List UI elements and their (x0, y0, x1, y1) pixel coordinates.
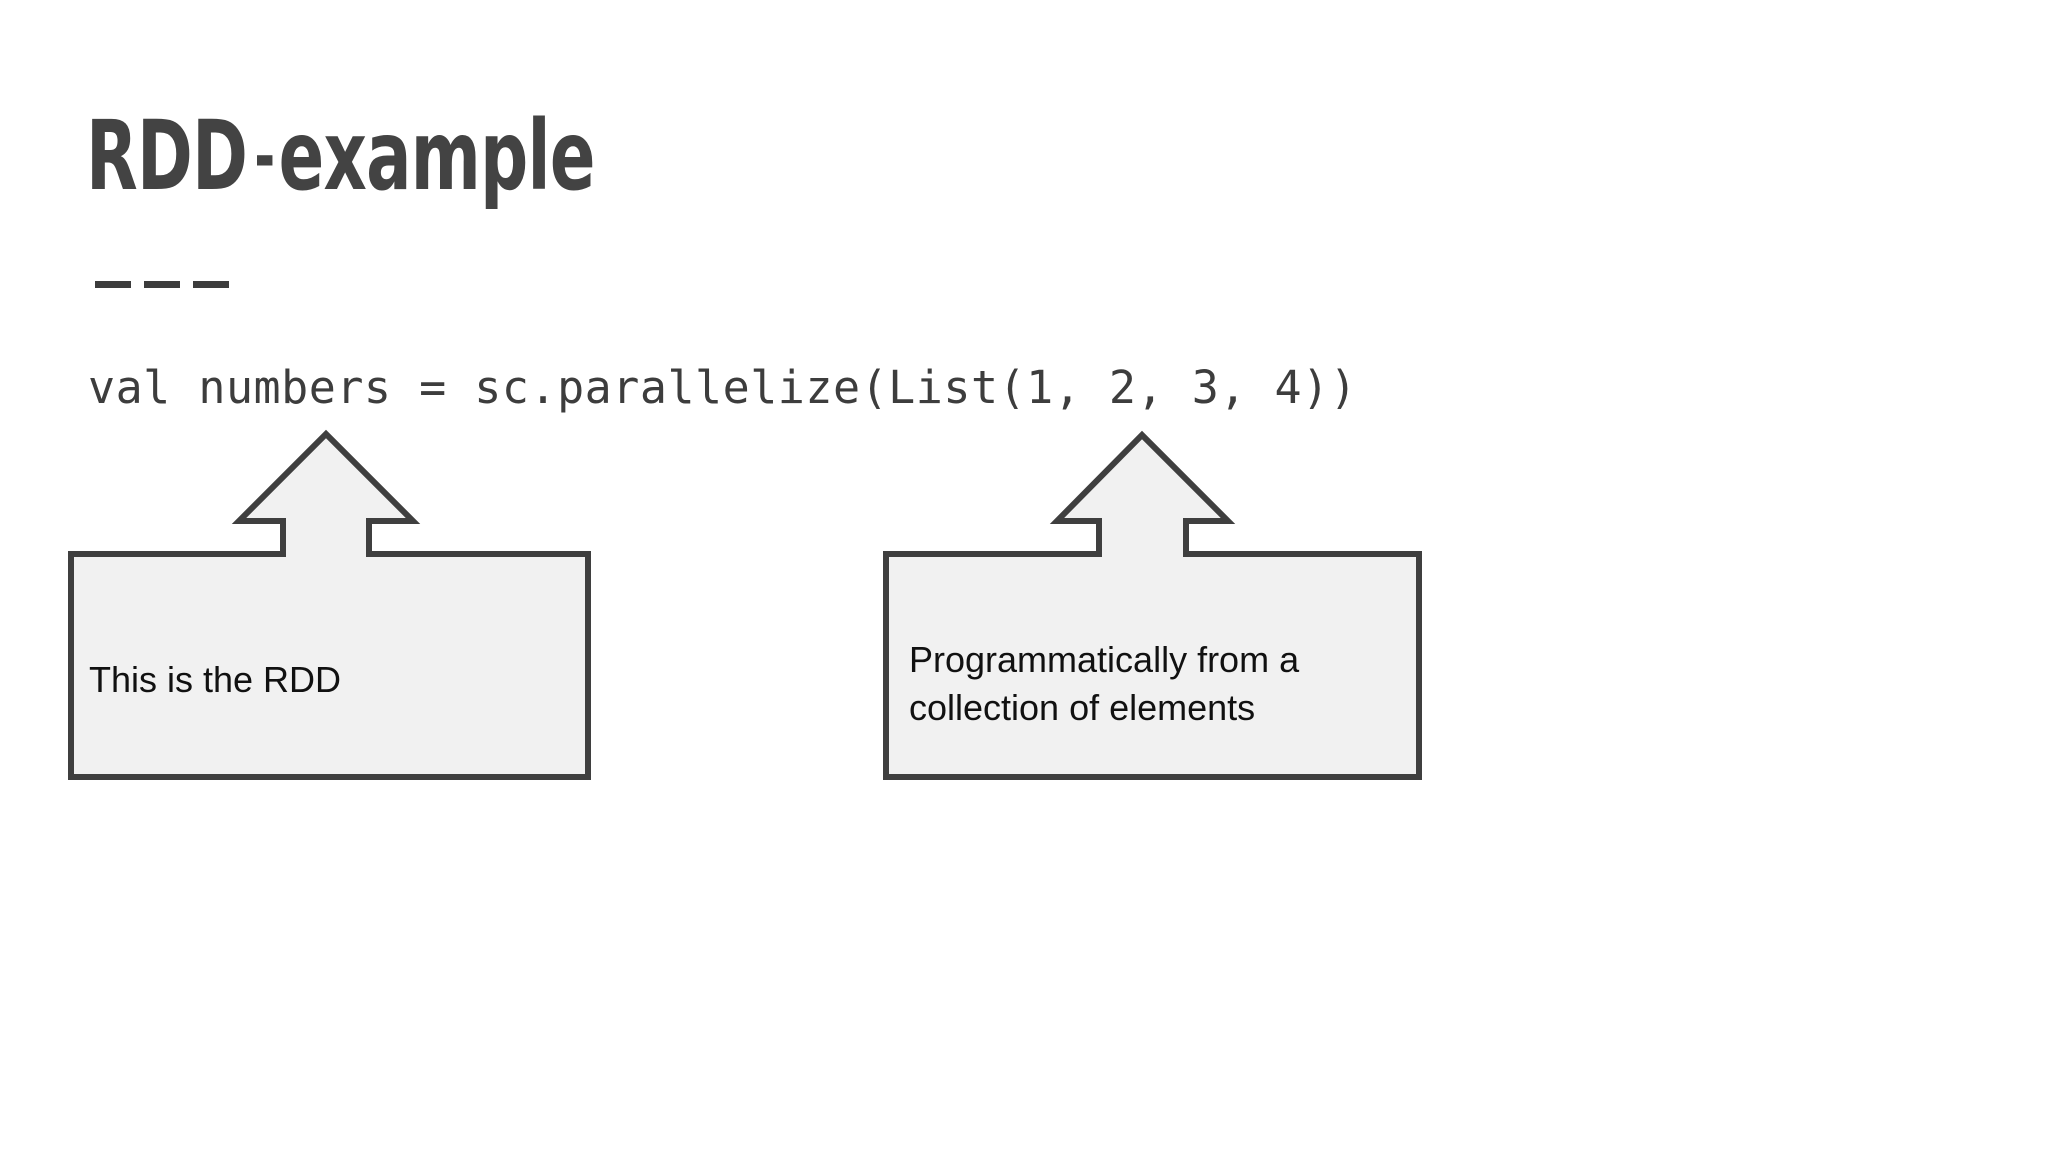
page-title: RDD-example (86, 104, 595, 208)
callout-rdd-label: This is the RDD (89, 659, 342, 700)
callout-rdd: This is the RDD (62, 426, 597, 786)
callout-parallelize-label: Programmatically from a collection of el… (909, 639, 1300, 728)
callout-parallelize: Programmatically from a collection of el… (877, 426, 1428, 786)
title-rule (95, 281, 229, 288)
title-rule-dash-3 (193, 281, 229, 288)
callout-rdd-shape (68, 429, 591, 780)
page-title-main: RDD (86, 100, 248, 212)
title-rule-dash-2 (144, 281, 180, 288)
page-title-separator: - (254, 114, 275, 198)
code-snippet: val numbers = sc.parallelize(List(1, 2, … (88, 361, 1358, 414)
page-title-subject: example (278, 100, 596, 212)
callout-parallelize-shape (883, 430, 1422, 780)
title-rule-dash-1 (95, 281, 131, 288)
